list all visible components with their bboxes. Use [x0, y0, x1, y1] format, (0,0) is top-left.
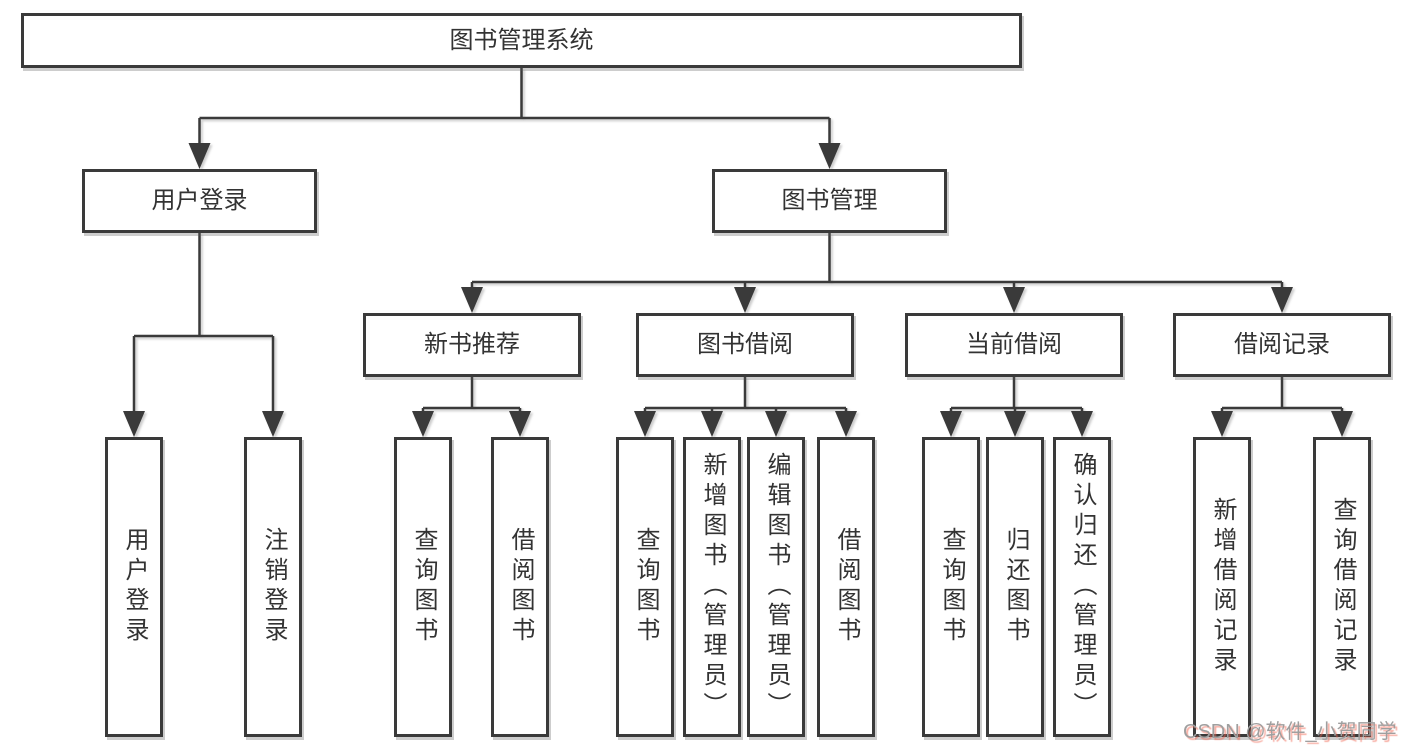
node-current-borrowing: 当前借阅	[905, 313, 1123, 377]
leaf-add-borrow-record-label: 新增借阅记录	[1209, 497, 1236, 677]
node-borrowing-records: 借阅记录	[1173, 313, 1391, 377]
leaf-borrow-books-newrec-label: 借阅图书	[507, 527, 534, 647]
node-library-system-label: 图书管理系统	[449, 26, 594, 54]
leaf-query-borrow-record: 查询借阅记录	[1313, 437, 1371, 737]
leaf-logout: 注销登录	[244, 437, 302, 737]
leaf-query-books-current-label: 查询图书	[938, 527, 965, 647]
leaf-query-books-current: 查询图书	[922, 437, 980, 737]
node-book-borrowing-label: 图书借阅	[697, 331, 793, 358]
node-new-book-recommendation: 新书推荐	[363, 313, 581, 377]
leaf-confirm-return-admin-label: 确认归还（管理员）	[1069, 452, 1096, 722]
leaf-user-login-label: 用户登录	[121, 527, 148, 647]
leaf-query-books-borrow: 查询图书	[616, 437, 674, 737]
leaf-add-books-admin-label: 新增图书（管理员）	[699, 452, 726, 722]
leaf-query-books-newrec: 查询图书	[394, 437, 452, 737]
node-borrowing-records-label: 借阅记录	[1234, 331, 1330, 358]
node-new-book-recommendation-label: 新书推荐	[424, 331, 520, 358]
leaf-borrow-books-newrec: 借阅图书	[491, 437, 549, 737]
leaf-return-books-label: 归还图书	[1002, 527, 1029, 647]
leaf-borrow-books-borrow-label: 借阅图书	[833, 527, 860, 647]
node-book-management: 图书管理	[712, 169, 947, 233]
leaf-borrow-books-borrow: 借阅图书	[817, 437, 875, 737]
leaf-return-books: 归还图书	[986, 437, 1044, 737]
leaf-edit-books-admin: 编辑图书（管理员）	[747, 437, 805, 737]
node-user-login: 用户登录	[82, 169, 317, 233]
leaf-confirm-return-admin: 确认归还（管理员）	[1053, 437, 1111, 737]
node-user-login-label: 用户登录	[151, 187, 248, 214]
leaf-query-books-newrec-label: 查询图书	[410, 527, 437, 647]
leaf-query-borrow-record-label: 查询借阅记录	[1329, 497, 1356, 677]
node-library-system: 图书管理系统	[21, 13, 1022, 68]
leaf-query-books-borrow-label: 查询图书	[632, 527, 659, 647]
leaf-logout-label: 注销登录	[260, 527, 287, 647]
leaf-edit-books-admin-label: 编辑图书（管理员）	[763, 452, 790, 722]
node-book-borrowing: 图书借阅	[636, 313, 854, 377]
node-current-borrowing-label: 当前借阅	[966, 331, 1062, 358]
leaf-add-borrow-record: 新增借阅记录	[1193, 437, 1251, 737]
leaf-user-login: 用户登录	[105, 437, 163, 737]
node-book-management-label: 图书管理	[781, 187, 878, 214]
watermark: CSDN @软件_小贺同学	[1183, 721, 1397, 743]
leaf-add-books-admin: 新增图书（管理员）	[683, 437, 741, 737]
